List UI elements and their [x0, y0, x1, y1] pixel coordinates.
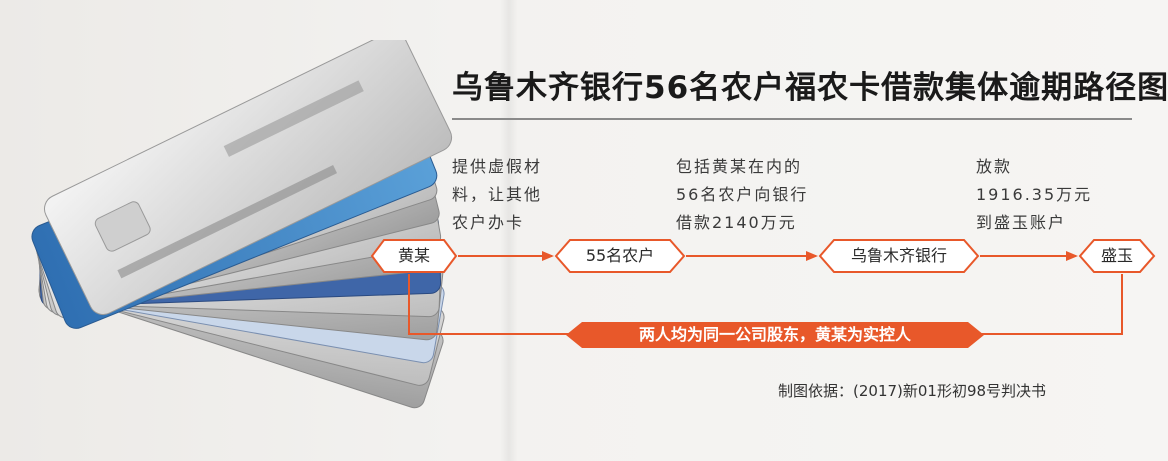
step2-note-line: 借款2140万元: [676, 213, 797, 232]
step1-note-line: 料，让其他: [452, 185, 543, 204]
credit-cards-illustration: [31, 40, 453, 409]
source-note: 制图依据：(2017)新01形初98号判决书: [778, 382, 1047, 400]
title-divider: [452, 118, 1132, 120]
step1-note-line: 提供虚假材: [452, 157, 543, 176]
step1-note: 提供虚假材 料，让其他 农户办卡: [452, 153, 542, 237]
node-shengyu-shape: [1078, 239, 1156, 273]
node-bank-shape: [818, 239, 980, 273]
step3-note: 放款 1916.35万元 到盛玉账户: [976, 153, 1092, 237]
diagram-title: 乌鲁木齐银行56名农户福农卡借款集体逾期路径图: [452, 70, 1168, 106]
step2-note: 包括黄某在内的 56名农户向银行 借款2140万元: [676, 153, 808, 237]
node-farmers-shape: [554, 239, 686, 273]
node-farmers-label: 55名农户: [585, 246, 655, 265]
node-shengyu-label: 盛玉: [1100, 246, 1133, 265]
step3-note-line: 1916.35万元: [976, 185, 1093, 204]
relation-banner-shape: [566, 322, 984, 348]
step2-note-line: 包括黄某在内的: [676, 157, 803, 176]
step3-note-line: 到盛玉账户: [976, 213, 1067, 232]
background-crease: [500, 0, 518, 461]
step2-note-line: 56名农户向银行: [676, 185, 809, 204]
node-huangmou-label: 黄某: [397, 246, 430, 265]
relation-banner-label: 两人均为同一公司股东，黄某为实控人: [638, 325, 911, 344]
node-huangmou-shape: [370, 239, 458, 273]
node-bank-label: 乌鲁木齐银行: [850, 246, 947, 265]
step3-note-line: 放款: [976, 157, 1013, 176]
step1-note-line: 农户办卡: [452, 213, 525, 232]
